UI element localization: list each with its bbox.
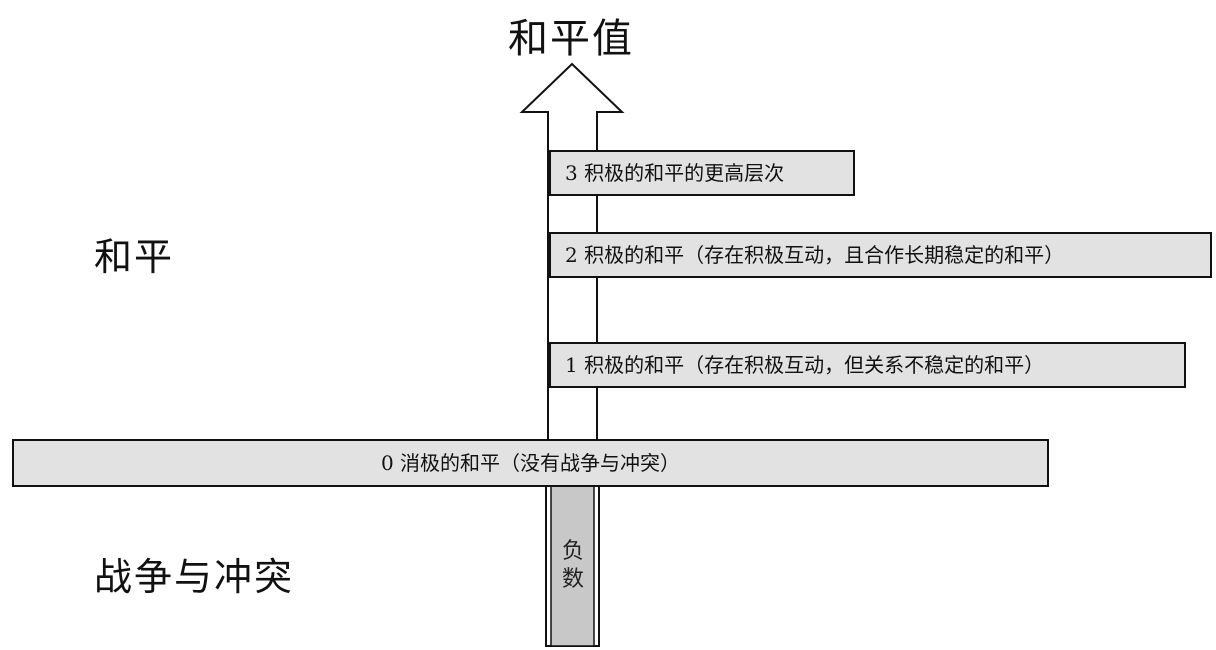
- level-2-box: 2 积极的和平（存在积极互动，且合作长期稳定的和平）: [549, 232, 1212, 278]
- level-1-box: 1 积极的和平（存在积极互动，但关系不稳定的和平）: [549, 342, 1186, 388]
- war-region-label: 战争与冲突: [94, 555, 295, 599]
- negative-label: 负数: [561, 539, 584, 592]
- level-0-box: 0 消极的和平（没有战争与冲突）: [12, 439, 1049, 487]
- peace-region-label: 和平: [94, 235, 175, 279]
- axis-title: 和平值: [508, 16, 634, 62]
- level-3-box: 3 积极的和平的更高层次: [549, 150, 855, 196]
